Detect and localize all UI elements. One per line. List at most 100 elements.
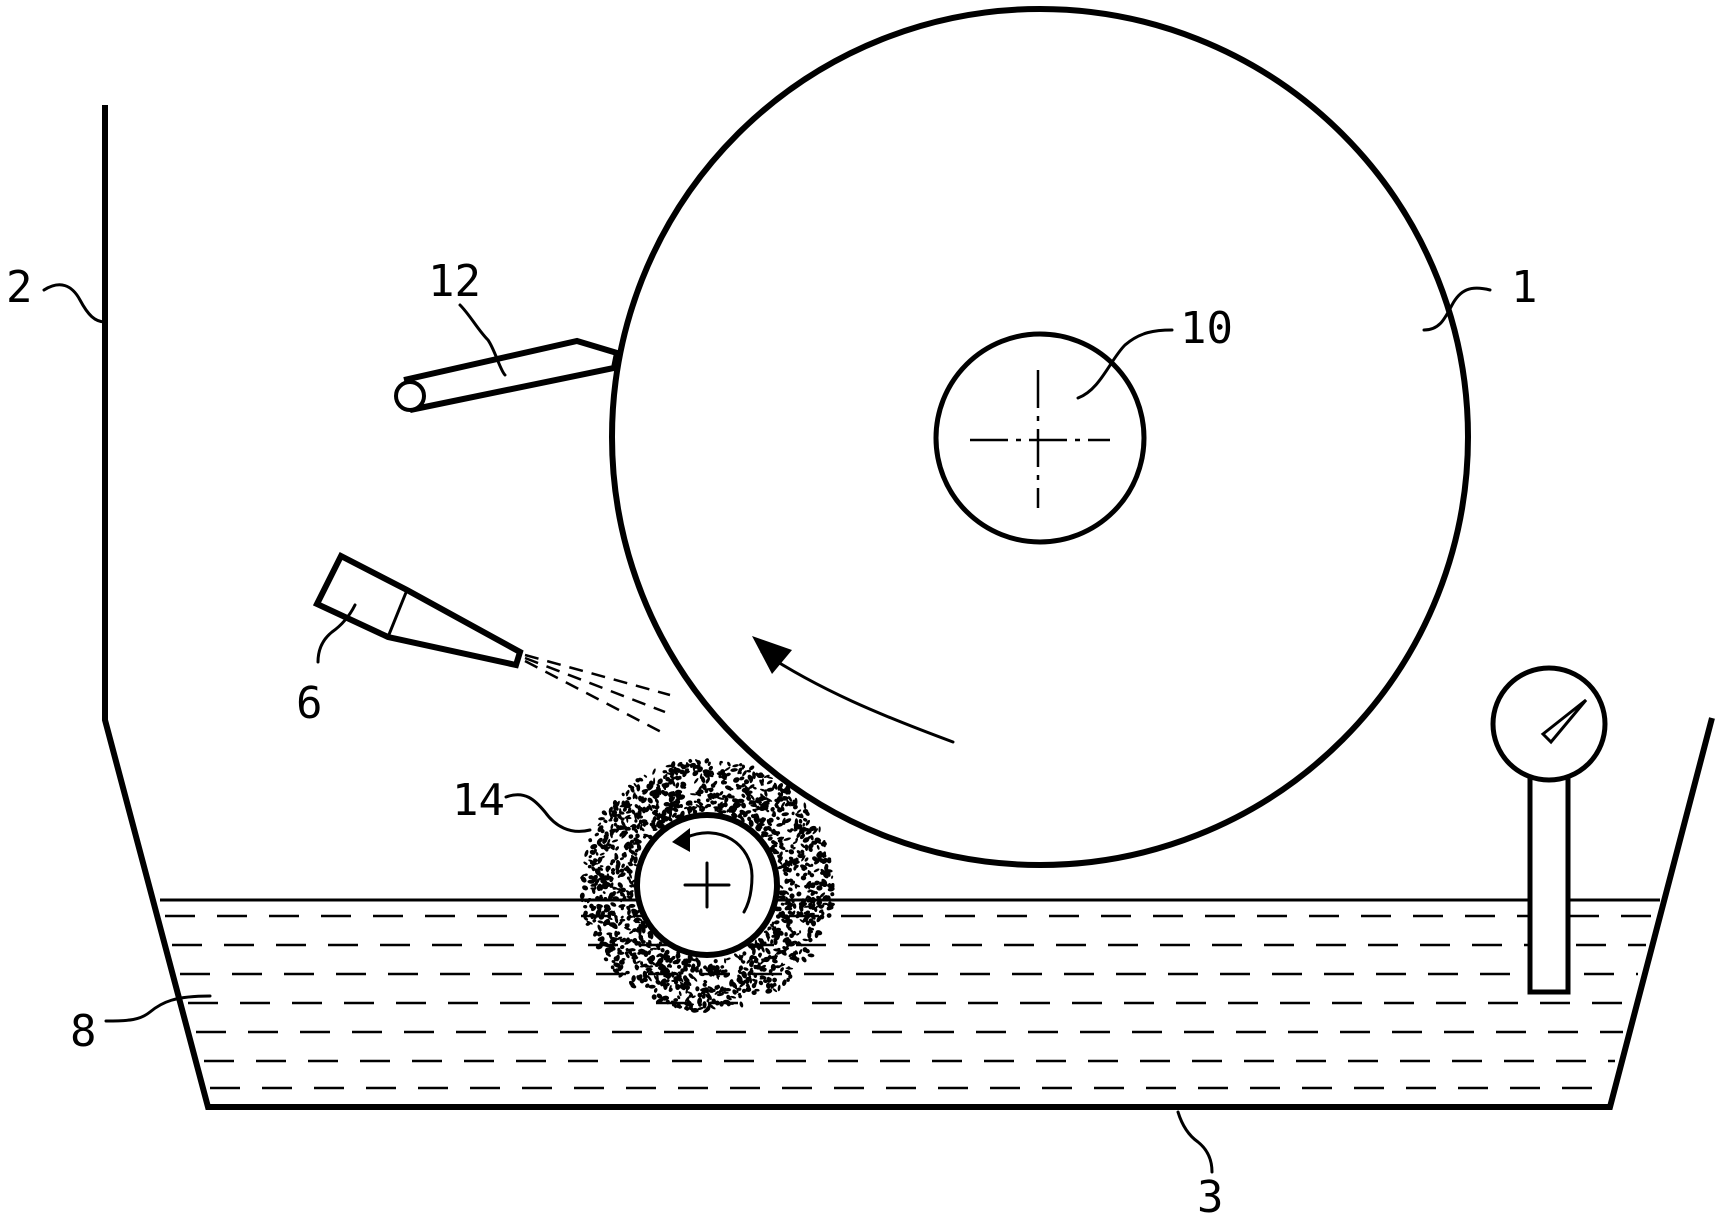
brush-bristle <box>626 796 632 801</box>
brush-bristle <box>764 800 771 804</box>
brush-bristle <box>822 882 828 888</box>
gauge-stem <box>1527 762 1571 995</box>
brush-bristle <box>708 774 714 778</box>
brush-bristle <box>716 984 721 989</box>
brush-bristle <box>719 762 722 766</box>
brush-bristle <box>600 828 605 834</box>
brush-bristle <box>707 1001 713 1006</box>
brush-bristle <box>697 992 703 998</box>
brush-bristle <box>655 998 664 1004</box>
brush-bristle <box>629 856 634 864</box>
brush-bristle <box>625 842 632 845</box>
brush-bristle <box>655 943 661 949</box>
brush-bristle <box>626 803 633 809</box>
brush-bristle <box>691 995 696 999</box>
brush-bristle <box>754 988 760 992</box>
brush-bristle <box>703 979 708 984</box>
brush-bristle <box>666 972 673 980</box>
brush-bristle <box>809 873 815 878</box>
brush-bristle <box>814 931 819 939</box>
brush-bristle <box>675 974 680 982</box>
brush-bristle <box>796 932 800 936</box>
brush-bristle <box>713 959 718 964</box>
brush-bristle <box>743 989 749 992</box>
brush-bristle <box>610 902 617 907</box>
brush-bristle <box>736 798 745 803</box>
brush-bristle <box>613 943 617 947</box>
brush-bristle <box>750 803 757 808</box>
brush-bristle <box>599 852 605 856</box>
brush-bristle <box>795 956 799 963</box>
brush-bristle <box>619 868 625 873</box>
brush-bristle <box>770 973 774 977</box>
brush-bristle <box>689 793 698 796</box>
brush-bristle <box>618 972 624 978</box>
brush-bristle <box>795 837 799 842</box>
brush-bristle <box>750 800 754 805</box>
brush-bristle <box>770 955 778 961</box>
brush-bristle <box>614 916 619 924</box>
brush-bristle <box>606 875 614 880</box>
brush-bristle <box>802 938 809 942</box>
brush-bristle <box>828 901 832 905</box>
brush-bristle <box>701 991 705 995</box>
brush-bristle <box>675 790 679 794</box>
brush-bristle <box>699 804 703 812</box>
brush-bristle <box>804 846 809 851</box>
brush-bristle <box>612 896 619 900</box>
brush-bristle <box>726 1001 731 1007</box>
brush-bristle <box>675 984 681 990</box>
brush-bristle <box>789 893 795 899</box>
brush-bristle <box>599 865 604 868</box>
brush-bristle <box>802 837 810 843</box>
brush-bristle <box>819 914 825 920</box>
brush-bristle <box>781 821 786 825</box>
brush-bristle <box>784 860 790 865</box>
brush-bristle <box>619 959 625 965</box>
brush-bristle <box>661 789 666 796</box>
brush-bristle <box>758 803 765 807</box>
brush-bristle <box>588 838 593 843</box>
brush-bristle <box>680 968 685 973</box>
brush-bristle <box>781 918 787 924</box>
brush-bristle <box>705 777 710 784</box>
brush-bristle <box>830 892 835 897</box>
brush-bristle <box>595 852 599 856</box>
brush-bristle <box>611 839 619 843</box>
gauge-dial <box>1490 665 1608 783</box>
brush-bristle <box>628 849 634 854</box>
brush-bristle <box>692 770 699 777</box>
label-spray-nozzle: 6 <box>296 678 323 729</box>
brush-bristle <box>659 966 663 971</box>
brush-bristle <box>584 898 592 903</box>
brush-bristle <box>665 764 673 768</box>
brush-bristle <box>685 989 688 994</box>
brush-bristle <box>724 797 729 804</box>
brush-bristle <box>796 850 801 855</box>
brush-bristle <box>810 843 814 848</box>
brush-bristle <box>800 849 805 854</box>
brush-bristle <box>741 971 747 979</box>
brush-bristle <box>624 926 631 931</box>
brush-bristle <box>773 843 778 848</box>
brush-bristle <box>776 822 784 827</box>
brush-bristle <box>700 776 706 784</box>
brush-bristle <box>756 805 760 809</box>
brush-bristle <box>603 819 608 824</box>
brush-bristle <box>791 899 795 904</box>
brush-bristle <box>791 911 796 916</box>
brush-bristle <box>620 887 626 893</box>
leader-12 <box>458 303 507 377</box>
brush-bristle <box>774 965 781 969</box>
brush-bristle <box>742 770 747 777</box>
brush-bristle <box>759 959 765 965</box>
brush-bristle <box>739 763 743 767</box>
brush-bristle <box>796 911 801 916</box>
brush-bristle <box>704 789 709 794</box>
brush-bristle <box>771 813 776 818</box>
brush-bristle <box>628 844 632 851</box>
brush-bristle <box>676 957 680 964</box>
brush-bristle <box>720 780 726 785</box>
brush-bristle <box>703 771 709 777</box>
brush-bristle <box>746 975 752 983</box>
